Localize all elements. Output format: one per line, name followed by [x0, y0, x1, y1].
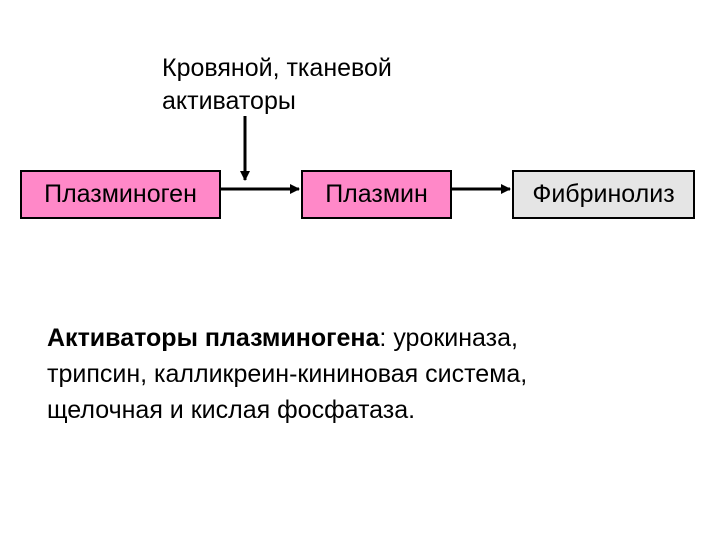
activators-note-rest: урокиназа,	[386, 324, 518, 352]
activators-label: Кровяной, тканевой активаторы	[162, 52, 392, 118]
activators-note: Активаторы плазминогена: урокиназа, трип…	[47, 320, 687, 428]
activators-note-line3: щелочная и кислая фосфатаза.	[47, 396, 416, 424]
activators-note-line2: трипсин, калликреин-кининовая система,	[47, 360, 528, 388]
activators-note-line1: Активаторы плазминогена: урокиназа,	[47, 320, 687, 356]
activators-label-line1: Кровяной, тканевой	[162, 54, 392, 82]
activators-label-line2: активаторы	[162, 87, 296, 115]
plasmin-label: Плазмин	[325, 180, 428, 208]
fibrinolysis-box: Фибринолиз	[512, 170, 695, 219]
plasminogen-label: Плазминоген	[44, 180, 197, 208]
fibrinolysis-label: Фибринолиз	[532, 180, 675, 208]
plasmin-box: Плазмин	[301, 170, 452, 219]
plasminogen-box: Плазминоген	[20, 170, 221, 219]
activators-note-term: Активаторы плазминогена	[47, 324, 380, 352]
activators-note-colon: :	[379, 324, 387, 352]
